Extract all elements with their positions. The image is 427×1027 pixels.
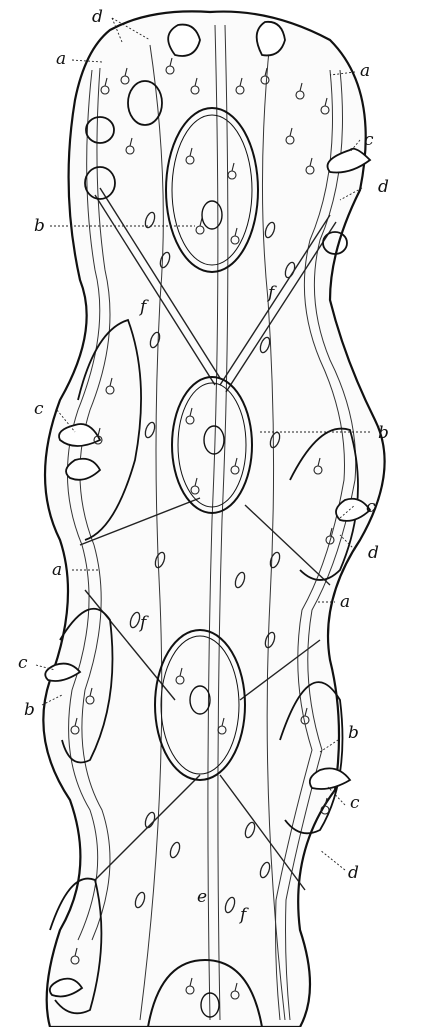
label-d-top-left: d [92,7,103,27]
label-c-lower-right: c [350,793,360,813]
label-d-upper-right: d [378,177,389,197]
label-d-lower-right: d [348,863,359,883]
label-e-bottom: e [197,887,207,907]
label-b-center-right: b [378,423,389,443]
label-b-upper-left: b [34,216,45,236]
label-c-lower-left: c [18,653,28,673]
label-c-upper-right: c [364,130,374,150]
label-a-top-right: a [360,61,370,81]
label-c-right: c [366,497,376,517]
label-c-left: c [34,399,44,419]
label-b-lower-left: b [24,700,35,720]
label-d-right: d [368,543,379,563]
label-b-lower-right: b [348,723,359,743]
label-a-mid-left: a [52,560,62,580]
label-a-top-left: a [56,49,66,69]
label-a-mid-right: a [340,592,350,612]
